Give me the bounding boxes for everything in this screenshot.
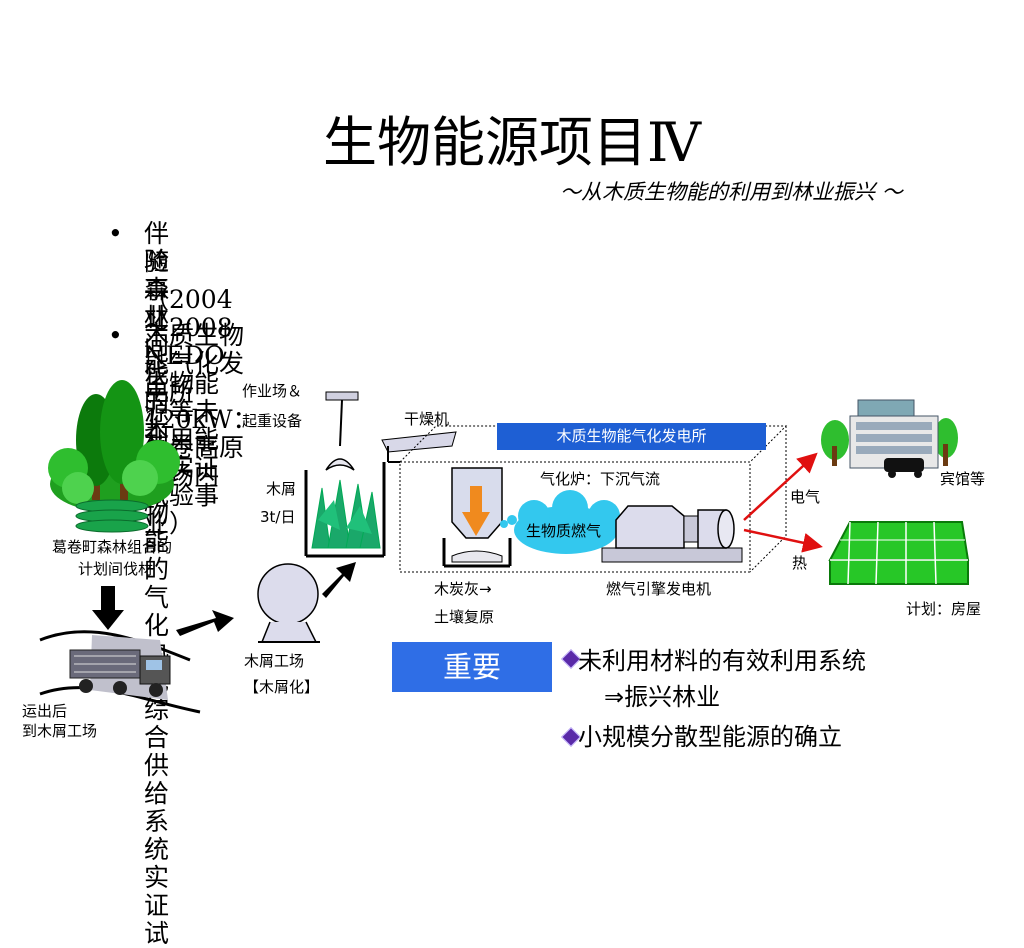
engine-label: 燃气引擎发电机 (606, 580, 712, 598)
slide-subtitle: ～从木质生物能的利用到林业振兴 ～ (560, 180, 903, 204)
heat-arrow-icon (743, 528, 823, 553)
key-point-2: 小规模分散型能源的确立 (578, 723, 842, 751)
truck-label-2: 到木屑工场 (22, 722, 98, 740)
key-box: 重要 (392, 642, 552, 692)
process-diagram (39, 380, 970, 714)
chips-amount-label: 3t/日 (260, 508, 296, 526)
bullet-marker: • (108, 219, 123, 248)
plant-title-box: 木质生物能气化发电所 (497, 423, 766, 450)
slide-title: 生物能源项目Ⅳ (323, 111, 701, 174)
greenhouse-icon (828, 521, 970, 585)
key-point-1: 未利用材料的有效利用系统 (578, 647, 866, 675)
ash-reuse-label: 土壤复原 (434, 608, 495, 626)
dryer-label: 干燥机 (404, 410, 450, 428)
truck-icon (39, 630, 201, 714)
crane-icon (325, 391, 359, 471)
ash-label: 木炭灰→ (434, 580, 492, 598)
gas-cloud-icon (500, 490, 620, 554)
electric-label: 电气 (790, 488, 821, 506)
chips-label: 木屑 (266, 480, 297, 498)
key-point-1-sub: ⇒振兴林业 (604, 683, 721, 711)
crane-label-2: 起重设备 (242, 412, 303, 430)
arrow-down-icon (92, 586, 124, 630)
crane-label: 作业场＆ (242, 382, 303, 400)
truck-label: 运出后 (22, 702, 68, 720)
dryer-icon (381, 431, 457, 463)
arrow-up-right-icon (322, 562, 356, 598)
bullet-line: 验事业 (144, 247, 170, 332)
bullet-line: （2004～2008 NEDO生物能源等未利用能源实证试验事业） (144, 285, 233, 538)
output-arrows (743, 452, 823, 553)
greenhouse-label: 计划：房屋 (906, 600, 982, 618)
hotel-label: 宾馆等 (940, 470, 986, 488)
chipper-icon (257, 563, 320, 643)
gasifier-icon (442, 467, 512, 568)
forest-icon (48, 380, 180, 533)
heat-label: 热 (792, 554, 808, 572)
arrow-right-icon (176, 610, 234, 636)
chip-factory-label: 木屑工场 (244, 652, 305, 670)
chip-factory-process-label: 【木屑化】 (244, 678, 320, 696)
gas-label: 生物质燃气 (526, 522, 602, 540)
forest-label-2: 计划间伐材 (78, 560, 154, 578)
bullet-marker: • (108, 321, 123, 350)
electric-arrow-icon (743, 452, 818, 521)
gasifier-label: 气化炉：下沉气流 (540, 470, 661, 488)
hotel-icon (821, 399, 958, 478)
chip-bin-icon (304, 462, 386, 558)
forest-label: 葛卷町森林组合的 (52, 538, 173, 556)
engine-generator-icon (601, 505, 743, 563)
